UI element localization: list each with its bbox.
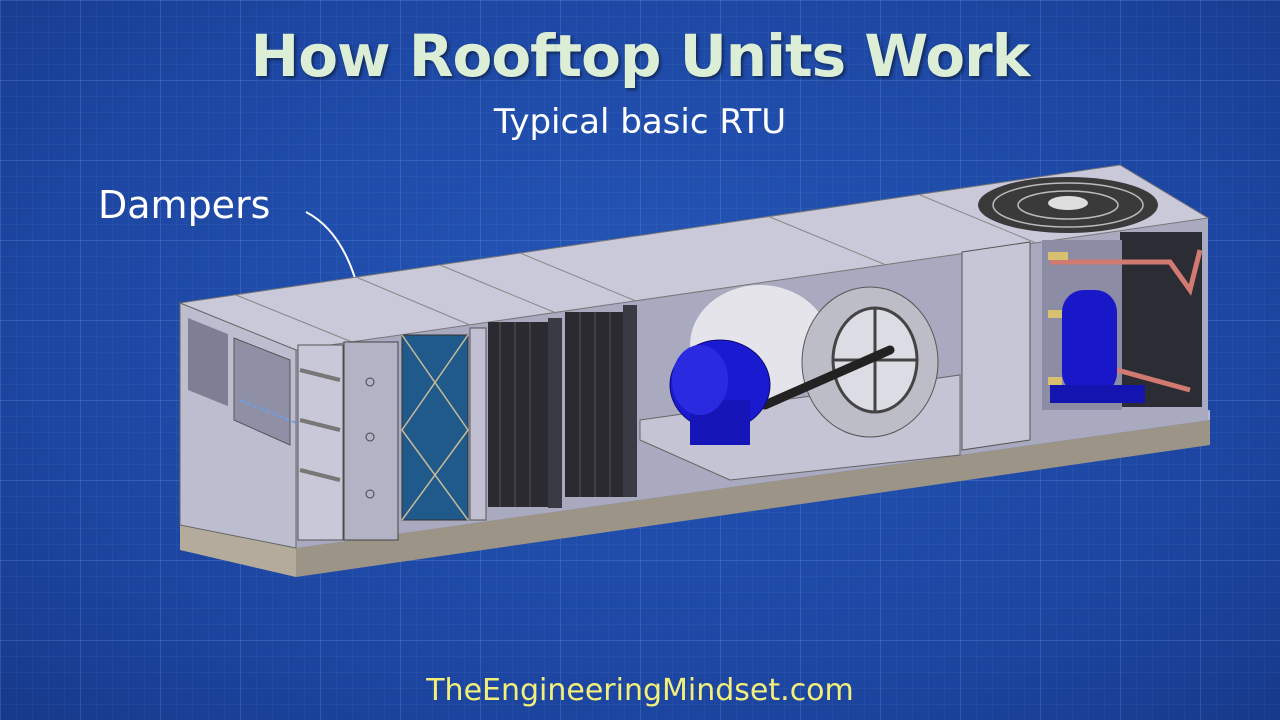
damper-frame	[297, 344, 344, 541]
video-title: How Rooftop Units Work	[250, 22, 1031, 90]
website-footer: TheEngineeringMindset.com	[426, 673, 854, 708]
base-plate	[296, 420, 1210, 577]
compressor	[1062, 290, 1117, 395]
refrigerant-pipe	[1050, 249, 1203, 296]
heating-coil	[565, 312, 623, 497]
subtitle: Typical basic RTU	[493, 102, 787, 142]
dampers-label: Dampers	[98, 183, 271, 227]
damper-panel	[343, 341, 399, 541]
evaporator-coil	[488, 322, 548, 507]
drive-belt	[760, 345, 895, 410]
intake-opening	[233, 337, 291, 446]
air-filter	[401, 334, 469, 521]
